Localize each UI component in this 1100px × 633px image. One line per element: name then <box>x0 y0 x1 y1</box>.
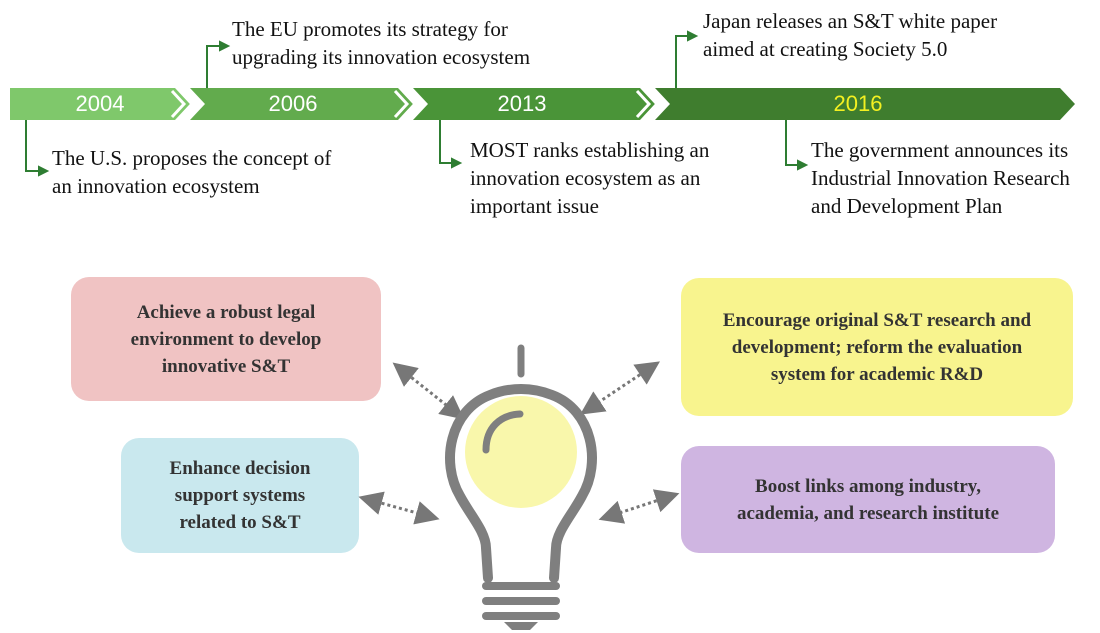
chevron-icon <box>170 89 195 119</box>
year-label-2013: 2013 <box>497 91 547 116</box>
dotted-arrow-icon <box>598 489 680 524</box>
event-line: The government announces its <box>811 138 1069 162</box>
event-japan-2016: Japan releases an S&T white paper aimed … <box>703 7 997 63</box>
event-line: aimed at creating Society 5.0 <box>703 37 948 61</box>
connector-arrow-icon <box>206 40 231 88</box>
goal-line: system for academic R&D <box>770 363 984 385</box>
event-line: Japan releases an S&T white paper <box>703 9 998 33</box>
timeline-segment-2016 <box>655 88 1075 120</box>
connector-arrow-icon <box>25 120 50 177</box>
chevron-icon <box>393 89 418 119</box>
dotted-arrow-icon <box>392 362 465 420</box>
goal-line: innovative S&T <box>161 355 291 377</box>
event-most-2013: MOST ranks establishing an innovation ec… <box>470 136 709 220</box>
goal-industry-links: Boost links among industry, academia, an… <box>681 446 1055 553</box>
timeline-segment-2004 <box>10 88 190 120</box>
timeline-segment-2013 <box>413 88 655 120</box>
goal-original-research: Encourage original S&T research and deve… <box>681 278 1073 416</box>
year-label-2006: 2006 <box>268 91 318 116</box>
event-government-2016: The government announces its Industrial … <box>811 136 1070 220</box>
event-line: an innovation ecosystem <box>52 174 260 198</box>
goal-line: academia, and research institute <box>736 502 1000 524</box>
goal-decision-support: Enhance decision support systems related… <box>121 438 359 553</box>
goal-line: related to S&T <box>179 512 301 533</box>
event-line: and Development Plan <box>811 194 1003 218</box>
goal-line: Boost links among industry, <box>755 475 981 497</box>
event-line: MOST ranks establishing an <box>470 138 710 162</box>
connector-arrow-icon <box>439 120 463 169</box>
goal-legal-environment: Achieve a robust legal environment to de… <box>71 277 381 401</box>
event-line: The EU promotes its strategy for <box>232 17 508 41</box>
timeline-segment-2006 <box>190 88 413 120</box>
lightbulb-icon <box>445 344 597 630</box>
goal-line: Enhance decision <box>169 458 311 479</box>
year-label-2004: 2004 <box>75 91 125 116</box>
dotted-arrow-icon <box>358 491 440 525</box>
event-line: innovation ecosystem as an <box>470 166 701 190</box>
connector-arrow-icon <box>785 120 809 171</box>
goal-line: support systems <box>174 485 306 506</box>
goal-line: development; reform the evaluation <box>731 336 1023 358</box>
goal-line: Encourage original S&T research and <box>722 309 1032 331</box>
year-label-2016: 2016 <box>833 91 883 116</box>
event-line: Industrial Innovation Research <box>811 166 1070 190</box>
event-line: upgrading its innovation ecosystem <box>232 45 531 69</box>
connector-arrow-icon <box>675 30 699 88</box>
goal-line: environment to develop <box>130 328 322 350</box>
dotted-arrow-icon <box>580 361 660 415</box>
event-line: important issue <box>470 194 599 218</box>
event-eu-2006: The EU promotes its strategy for upgradi… <box>232 15 530 71</box>
chevron-icon <box>635 89 660 119</box>
event-us-2004: The U.S. proposes the concept of an inno… <box>52 144 331 200</box>
goal-line: Achieve a robust legal <box>136 301 316 323</box>
event-line: The U.S. proposes the concept of <box>52 146 332 170</box>
